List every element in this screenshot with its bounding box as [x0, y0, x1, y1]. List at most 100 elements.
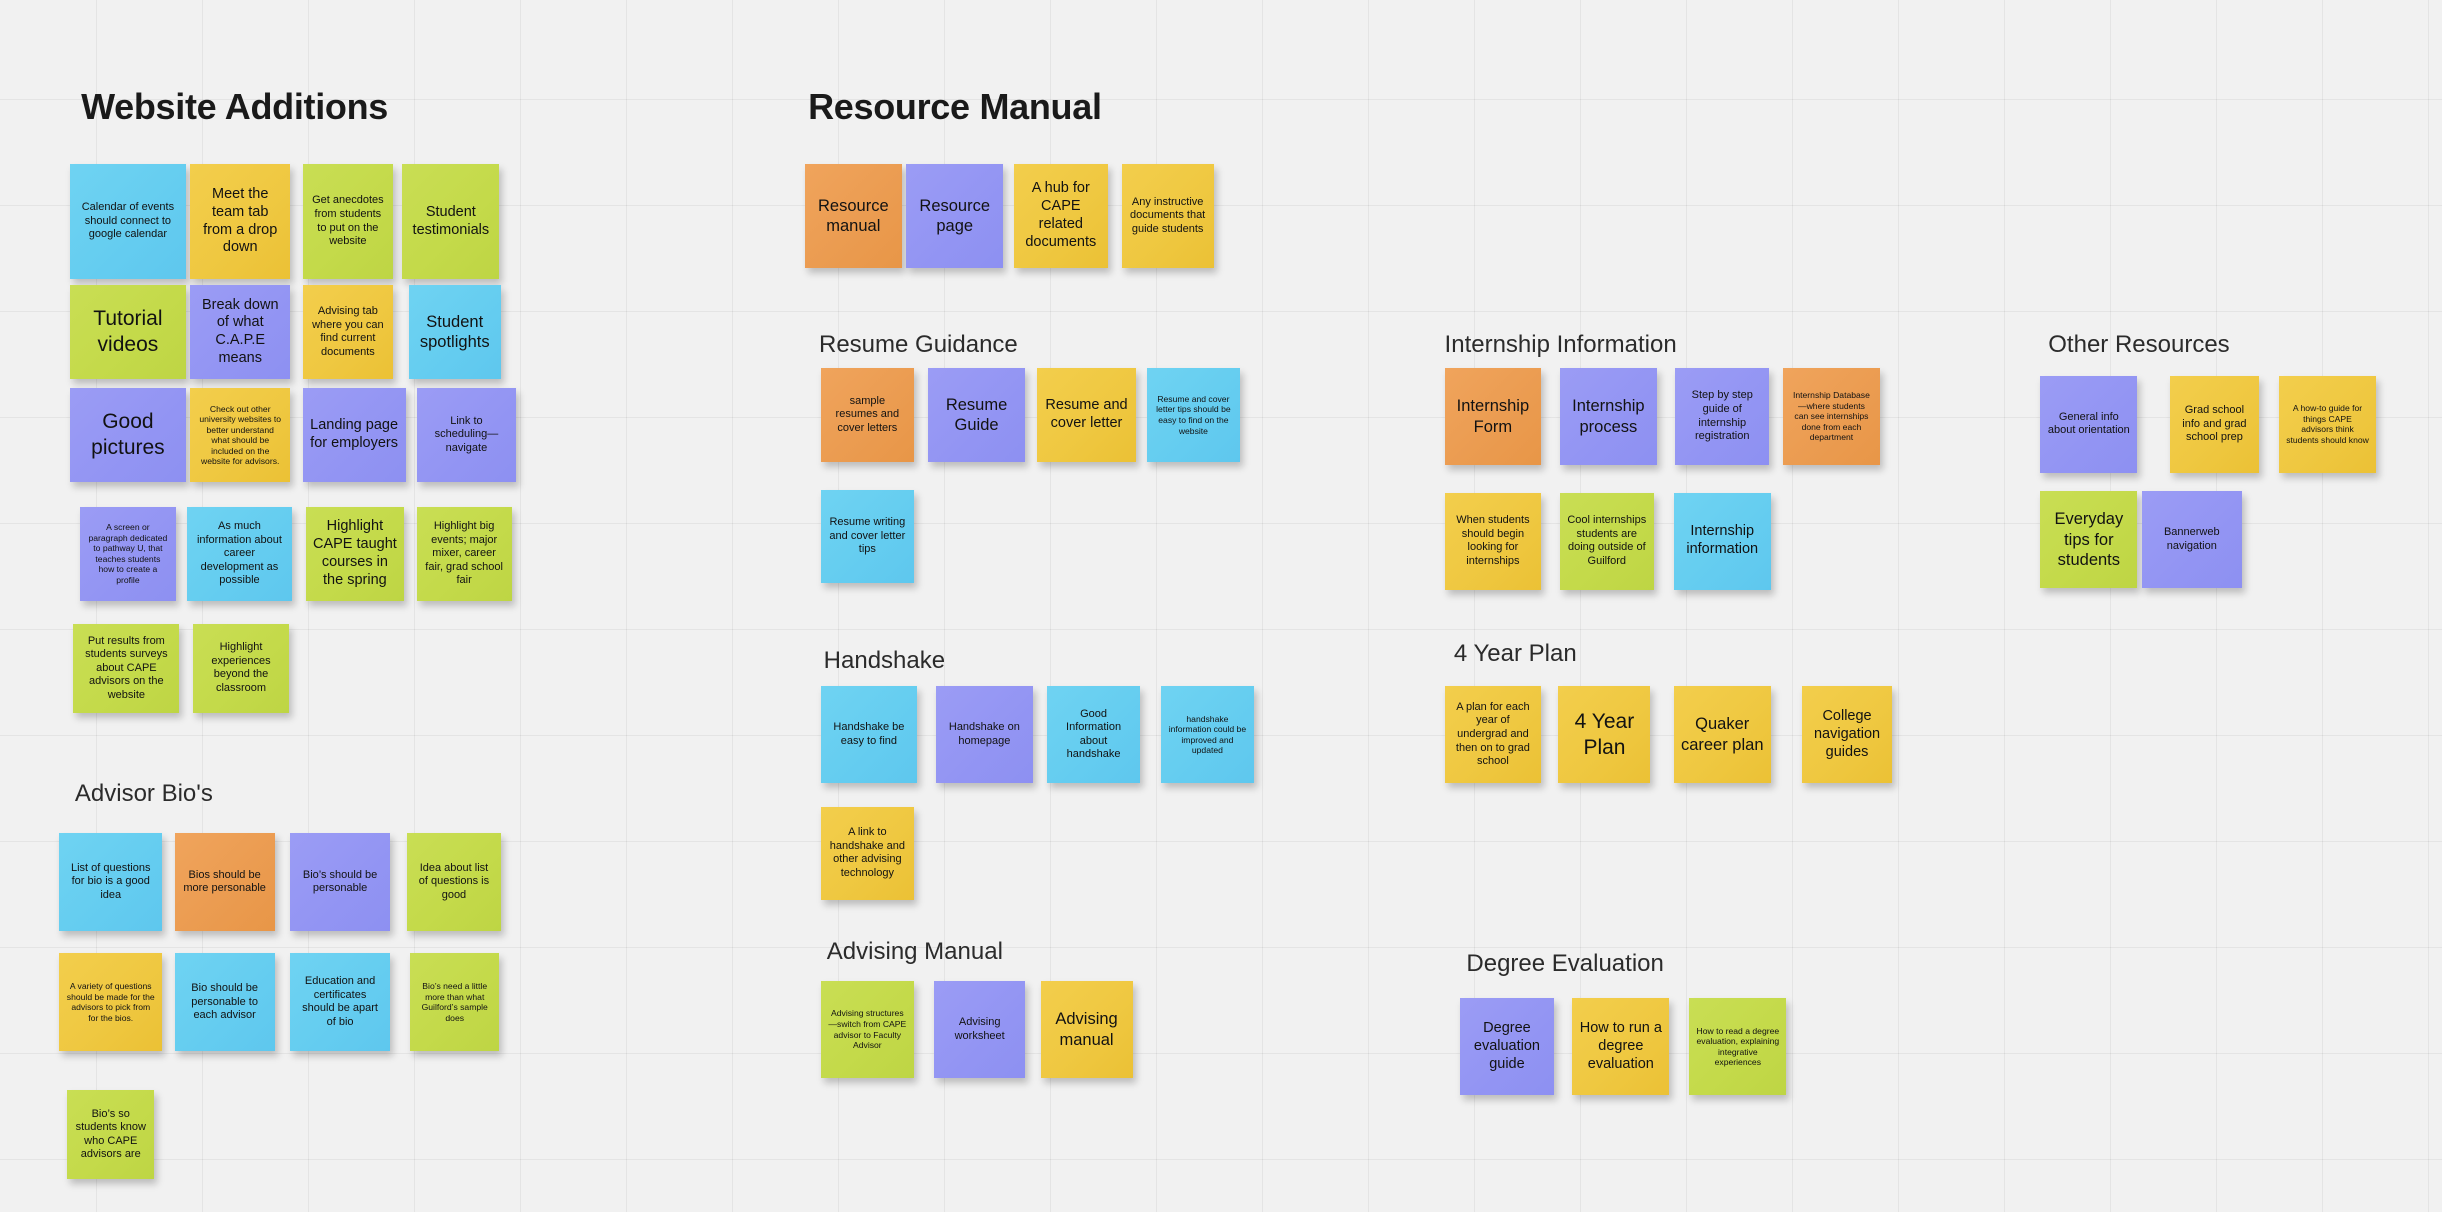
sticky-note[interactable]: Good Information about handshake	[1046, 686, 1141, 784]
sticky-note-text: How to read a degree evaluation, explain…	[1696, 1025, 1780, 1068]
sticky-note[interactable]: Calendar of events should connect to goo…	[70, 163, 186, 280]
sticky-note-text: Student spotlights	[419, 312, 490, 352]
sticky-note[interactable]: handshake information could be improved …	[1160, 686, 1255, 784]
sticky-note[interactable]: Education and certificates should be apa…	[290, 953, 390, 1052]
sticky-note[interactable]: Bannerweb navigation	[2141, 491, 2242, 589]
group-title-resume-guidance: Resume Guidance	[819, 330, 1018, 358]
sticky-note[interactable]: Quaker career plan	[1673, 686, 1771, 784]
sticky-note[interactable]: Get anecdotes from students to put on th…	[302, 163, 394, 280]
sticky-note-text: Resume writing and cover letter tips	[829, 516, 906, 556]
sticky-note-text: Put results from students surveys about …	[85, 634, 168, 701]
sticky-note[interactable]: Check out other university websites to b…	[190, 388, 291, 483]
sticky-note-text: Bio’s so students know who CAPE advisors…	[75, 1107, 146, 1161]
sticky-note[interactable]: Advising structures—switch from CAPE adv…	[820, 981, 915, 1078]
group-title-advising-manual: Advising Manual	[826, 937, 1003, 965]
sticky-note[interactable]: Student spotlights	[408, 285, 501, 380]
sticky-note[interactable]: Meet the team tab from a drop down	[190, 163, 291, 280]
group-title-handshake: Handshake	[823, 647, 946, 675]
sticky-note-text: Internship information	[1686, 523, 1759, 558]
sticky-note-text: A screen or paragraph dedicated to pathw…	[88, 522, 168, 585]
sticky-note-text: Resource page	[919, 196, 991, 236]
sticky-note-text: A plan for each year of undergrad and th…	[1455, 700, 1530, 768]
sticky-note[interactable]: Tutorial videos	[70, 285, 186, 380]
sticky-note-text: Advising tab where you can find current …	[312, 305, 384, 358]
sticky-note[interactable]: Bio’s so students know who CAPE advisors…	[67, 1090, 155, 1180]
sticky-note[interactable]: When students should begin looking for i…	[1444, 492, 1542, 590]
board-title-resource-manual: Resource Manual	[808, 85, 1102, 127]
group-title-advisor-bios: Advisor Bio's	[74, 780, 213, 807]
sticky-note[interactable]: Bio’s need a little more than what Guilf…	[410, 953, 500, 1052]
sticky-note[interactable]: College navigation guides	[1801, 686, 1893, 784]
sticky-note[interactable]: Internship Database—where students can s…	[1783, 368, 1880, 465]
sticky-note-text: A how-to guide for things CAPE advisors …	[2286, 403, 2369, 445]
sticky-note[interactable]: Internship Form	[1444, 368, 1542, 465]
sticky-note-text: A hub for CAPE related documents	[1025, 180, 1097, 250]
sticky-note[interactable]: Highlight experiences beyond the classro…	[193, 624, 289, 713]
sticky-note[interactable]: Resource manual	[804, 163, 902, 269]
sticky-note[interactable]: Handshake on homepage	[936, 686, 1033, 784]
sticky-note[interactable]: Advising worksheet	[934, 981, 1025, 1078]
sticky-note[interactable]: Highlight CAPE taught courses in the spr…	[305, 507, 405, 601]
sticky-note[interactable]: Advising tab where you can find current …	[302, 285, 394, 380]
sticky-note-text: Meet the team tab from a drop down	[203, 185, 278, 256]
sticky-note[interactable]: General info about orientation	[2040, 375, 2138, 473]
group-title-degree-evaluation: Degree Evaluation	[1466, 950, 1664, 978]
sticky-note[interactable]: Bios should be more personable	[174, 833, 275, 932]
sticky-note[interactable]: How to read a degree evaluation, explain…	[1689, 998, 1787, 1096]
sticky-note-text: Resume and cover letter tips should be e…	[1156, 393, 1231, 436]
group-title-other-resources: Other Resources	[2048, 330, 2230, 358]
sticky-note-text: Bios should be more personable	[183, 868, 266, 895]
sticky-note-text: Everyday tips for students	[2054, 510, 2124, 569]
sticky-note[interactable]: Resource page	[906, 163, 1004, 269]
sticky-note-text: Resume Guide	[945, 395, 1008, 434]
sticky-note-text: Quaker career plan	[1680, 715, 1764, 754]
sticky-note[interactable]: Internship information	[1673, 492, 1771, 590]
sticky-note[interactable]: Any instructive documents that guide stu…	[1121, 163, 1214, 269]
sticky-note[interactable]: Handshake be easy to find	[820, 686, 918, 784]
sticky-note[interactable]: Everyday tips for students	[2040, 491, 2138, 589]
sticky-note-text: Student testimonials	[412, 203, 490, 238]
sticky-note[interactable]: A plan for each year of undergrad and th…	[1444, 686, 1542, 784]
sticky-note[interactable]: As much information about career develop…	[187, 507, 292, 601]
sticky-note[interactable]: A variety of questions should be made fo…	[59, 953, 163, 1052]
sticky-note[interactable]: Resume and cover letter tips should be e…	[1146, 368, 1241, 462]
sticky-note[interactable]: Student testimonials	[402, 163, 500, 280]
sticky-note[interactable]: List of questions for bio is a good idea	[59, 833, 163, 932]
sticky-note[interactable]: Step by step guide of internship registr…	[1675, 368, 1770, 465]
sticky-note[interactable]: Grad school info and grad school prep	[2169, 375, 2259, 473]
sticky-note-text: Bio’s need a little more than what Guilf…	[421, 981, 488, 1023]
sticky-note[interactable]: A how-to guide for things CAPE advisors …	[2279, 375, 2376, 473]
sticky-note[interactable]: Cool internships students are doing outs…	[1560, 492, 1654, 590]
sticky-note[interactable]: Advising manual	[1040, 981, 1133, 1078]
sticky-note[interactable]: Resume and cover letter	[1037, 368, 1136, 462]
sticky-note[interactable]: 4 Year Plan	[1558, 686, 1651, 784]
sticky-note[interactable]: Good pictures	[70, 388, 186, 483]
sticky-note-text: Get anecdotes from students to put on th…	[312, 194, 384, 248]
sticky-note-text: handshake information could be improved …	[1168, 713, 1247, 756]
sticky-note-text: List of questions for bio is a good idea	[70, 861, 151, 901]
sticky-note[interactable]: Internship process	[1560, 368, 1657, 465]
sticky-note-text: Bio should be personable to each advisor	[191, 982, 258, 1022]
sticky-note-text: Grad school info and grad school prep	[2182, 404, 2247, 444]
sticky-note[interactable]: Resume Guide	[928, 368, 1025, 462]
sticky-note[interactable]: Put results from students surveys about …	[73, 624, 180, 713]
sticky-note[interactable]: Idea about list of questions is good	[407, 833, 501, 932]
sticky-note[interactable]: Break down of what C.A.P.E means	[190, 285, 291, 380]
sticky-note-text: How to run a degree evaluation	[1579, 1020, 1662, 1072]
sticky-note[interactable]: Degree evaluation guide	[1460, 998, 1554, 1096]
sticky-note[interactable]: Resume writing and cover letter tips	[820, 489, 915, 584]
sticky-note[interactable]: Link to scheduling—navigate	[416, 388, 517, 483]
sticky-note-text: Advising structures—switch from CAPE adv…	[828, 1008, 907, 1051]
sticky-note[interactable]: How to run a degree evaluation	[1572, 998, 1670, 1096]
sticky-note[interactable]: A screen or paragraph dedicated to pathw…	[79, 507, 177, 601]
sticky-note[interactable]: Bio should be personable to each advisor	[174, 953, 275, 1052]
sticky-note[interactable]: Landing page for employers	[302, 388, 406, 483]
sticky-note[interactable]: A hub for CAPE related documents	[1014, 163, 1108, 269]
sticky-note[interactable]: Bio’s should be personable	[290, 833, 390, 932]
sticky-note[interactable]: sample resumes and cover letters	[820, 368, 915, 462]
sticky-note[interactable]: Highlight big events; major mixer, caree…	[416, 507, 512, 601]
sticky-note[interactable]: A link to handshake and other advising t…	[820, 806, 915, 901]
sticky-note-text: A link to handshake and other advising t…	[829, 826, 905, 879]
sticky-note-text: Break down of what C.A.P.E means	[201, 296, 279, 367]
